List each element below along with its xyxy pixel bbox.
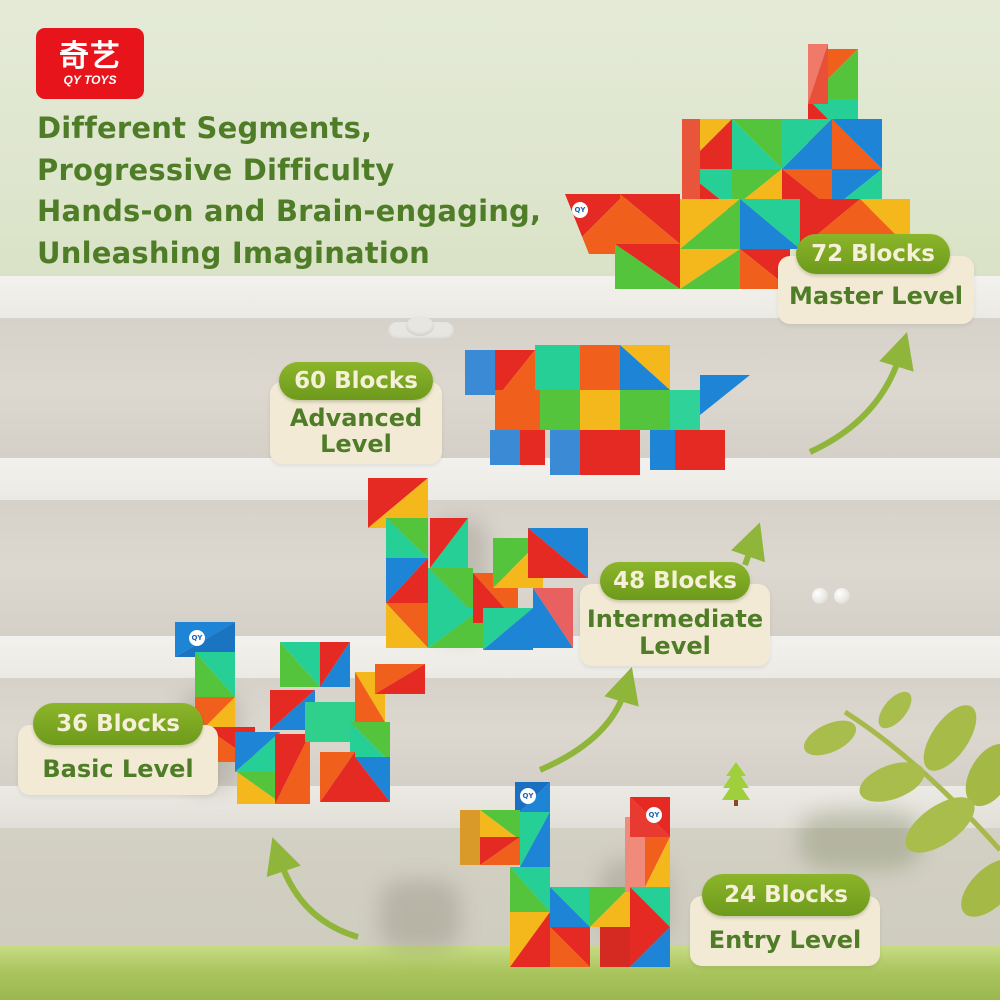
puzzle-intermediate: [368, 478, 593, 653]
level-label-master: 72 Blocks Master Level: [778, 234, 974, 324]
brand-badge-icon: QY: [189, 630, 205, 646]
headline-line: Progressive Difficulty: [37, 152, 395, 187]
block-count-pill: 48 Blocks: [600, 562, 750, 600]
shadow: [380, 880, 460, 950]
level-name: Entry Level: [708, 926, 862, 954]
pearl-icon: [834, 588, 850, 604]
brand-logo: 奇艺 QY TOYS: [36, 28, 144, 99]
level-name-line: Intermediate: [586, 605, 764, 633]
arrow-icon: [266, 837, 359, 940]
level-label-entry: 24 Blocks Entry Level: [690, 874, 880, 966]
puzzle-advanced-turtle: [465, 340, 755, 480]
arrow-icon: [731, 522, 766, 566]
headline-line: Unleashing Imagination: [37, 235, 430, 270]
headline-line: Different Segments,: [37, 111, 373, 145]
block-count-pill: 36 Blocks: [33, 703, 203, 745]
level-name: Master Level: [788, 282, 964, 310]
pearl-icon: [812, 588, 828, 604]
block-count-pill: 72 Blocks: [796, 234, 950, 274]
headline-line: Hands-on and Brain-engaging,: [37, 194, 542, 228]
brand-badge-icon: QY: [646, 807, 662, 823]
level-name: Basic Level: [42, 755, 194, 783]
shadow: [800, 810, 920, 870]
level-name-line: Advanced: [289, 404, 423, 432]
arrow-icon: [538, 667, 639, 773]
brand-badge-icon: QY: [520, 788, 536, 804]
level-label-advanced: 60 Blocks Advanced Level: [270, 362, 442, 464]
arrow-icon: [808, 332, 914, 455]
puzzle-entry-dog: QY QY: [460, 782, 675, 972]
cloud-icon: [406, 316, 434, 336]
block-count-pill: 60 Blocks: [279, 362, 433, 400]
puzzle-basic-camel: QY: [175, 622, 425, 807]
level-name-line: Level: [320, 430, 392, 458]
level-label-intermediate: 48 Blocks Intermediate Level: [580, 562, 770, 666]
logo-english: QY TOYS: [63, 72, 117, 87]
brand-badge-icon: QY: [572, 202, 588, 218]
pine-tree-icon: [722, 762, 750, 806]
block-count-pill: 24 Blocks: [702, 874, 870, 916]
level-label-basic: 36 Blocks Basic Level: [18, 703, 218, 795]
headline: Different Segments, Progressive Difficul…: [37, 108, 541, 274]
logo-chinese: 奇艺: [59, 38, 121, 74]
level-name-line: Level: [639, 632, 711, 660]
leafy-branch-icon: [803, 691, 1000, 917]
